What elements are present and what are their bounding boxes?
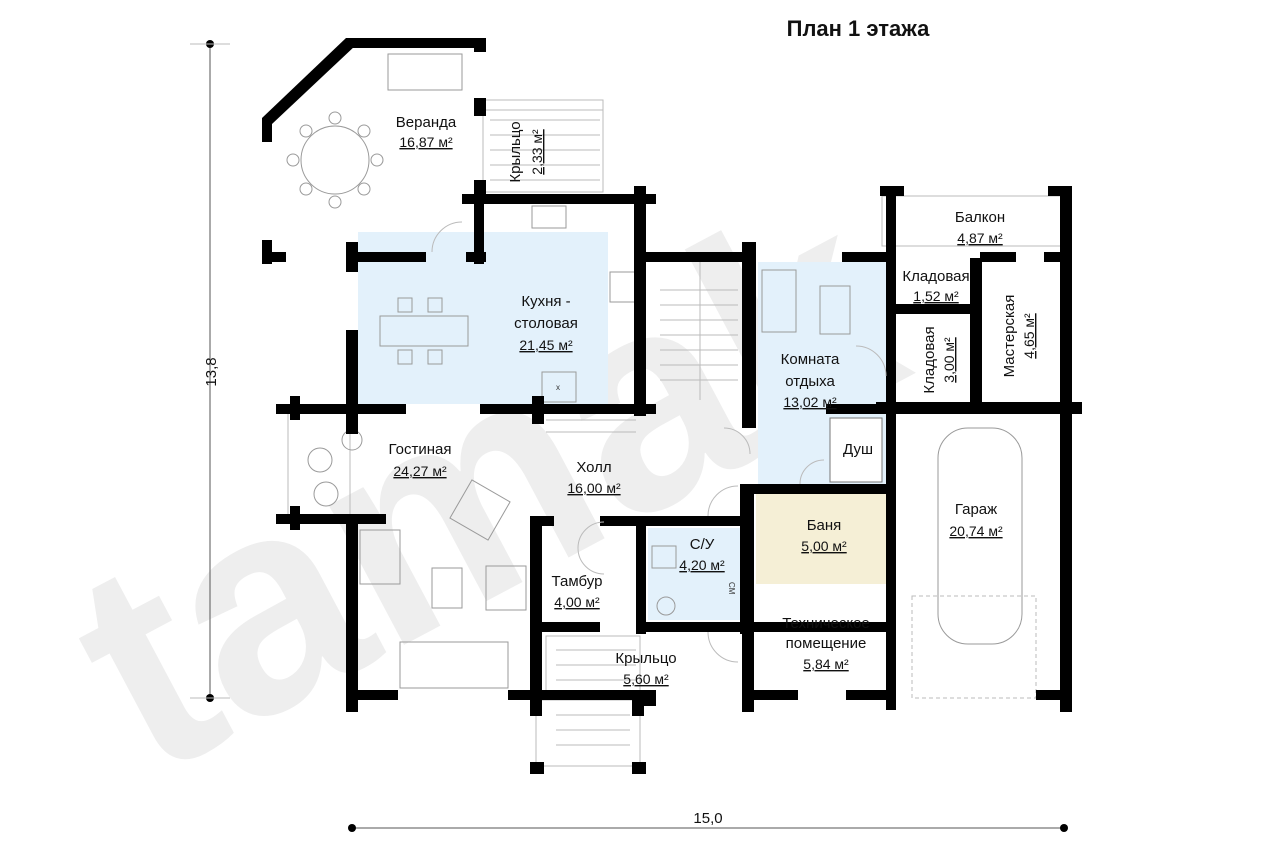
svg-text:x: x <box>556 383 560 392</box>
bathroom-area: 4,20 м² <box>679 557 725 573</box>
vestibule-name: Тамбур <box>552 573 603 590</box>
garage-name: Гараж <box>955 501 997 518</box>
sauna-fill <box>756 494 888 584</box>
tech-area: 5,84 м² <box>803 656 849 672</box>
storage1-area: 1,52 м² <box>913 288 959 304</box>
kitchen-area: 21,45 м² <box>519 337 573 353</box>
room-vestibule: Тамбур 4,00 м² <box>552 573 603 610</box>
shower-name: Душ <box>843 441 873 458</box>
room-bathroom: С/У 4,20 м² <box>679 536 725 573</box>
balcony-name: Балкон <box>955 209 1005 226</box>
porch-bottom-name: Крыльцо <box>615 650 676 667</box>
room-living: Гостиная 24,27 м² <box>389 441 452 479</box>
room-shower: Душ <box>843 441 873 458</box>
room-tech: Техническое помещение 5,84 м² <box>782 615 870 672</box>
furniture: x СМ <box>286 53 1023 689</box>
porch-top-name: Крыльцо <box>507 121 524 182</box>
walls[interactable] <box>262 38 1082 774</box>
storage2-area: 3,00 м² <box>941 337 957 383</box>
sauna-area: 5,00 м² <box>801 538 847 554</box>
room-sauna: Баня 5,00 м² <box>801 517 847 554</box>
balcony-area: 4,87 м² <box>957 230 1003 246</box>
rest-name-line2: отдыха <box>785 373 835 390</box>
storage1-name: Кладовая <box>902 268 969 285</box>
stairs <box>490 119 738 746</box>
room-storage-2: Кладовая 3,00 м² <box>921 326 957 393</box>
vestibule-area: 4,00 м² <box>554 594 600 610</box>
kitchen-name-line1: Кухня - <box>521 293 570 310</box>
workshop-area: 4,65 м² <box>1021 313 1037 359</box>
dimension-horizontal: 15,0 <box>348 810 1068 832</box>
rest-name-line1: Комната <box>781 351 840 368</box>
bathroom-name: С/У <box>690 536 715 553</box>
room-veranda: Веранда 16,87 м² <box>396 114 457 150</box>
workshop-name: Мастерская <box>1001 295 1018 378</box>
plan-title: План 1 этажа <box>787 16 931 41</box>
dimension-vertical: 13,8 <box>190 40 230 702</box>
sauna-name: Баня <box>807 517 842 534</box>
room-balcony: Балкон 4,87 м² <box>955 209 1005 246</box>
tech-name-line2: помещение <box>786 635 867 652</box>
room-storage-1: Кладовая 1,52 м² <box>902 268 969 304</box>
room-kitchen: Кухня - столовая 21,45 м² <box>514 293 578 353</box>
veranda-area: 16,87 м² <box>399 134 453 150</box>
living-name: Гостиная <box>389 441 452 458</box>
room-hall: Холл 16,00 м² <box>567 459 621 496</box>
rest-area: 13,02 м² <box>783 394 837 410</box>
washer-label: СМ <box>727 582 736 595</box>
shower-box <box>829 417 883 483</box>
veranda-name: Веранда <box>396 114 457 131</box>
storage2-name: Кладовая <box>921 326 938 393</box>
room-porch-bottom: Крыльцо 5,60 м² <box>615 650 676 687</box>
garage-area: 20,74 м² <box>949 523 1003 539</box>
kitchen-name-line2: столовая <box>514 315 578 332</box>
living-area: 24,27 м² <box>393 463 447 479</box>
tech-name-line1: Техническое <box>782 615 870 632</box>
width-dimension: 15,0 <box>693 810 722 827</box>
hall-name: Холл <box>576 459 611 476</box>
doors[interactable] <box>431 221 887 663</box>
room-rest: Комната отдыха 13,02 м² <box>781 351 840 410</box>
room-workshop: Мастерская 4,65 м² <box>1001 295 1037 378</box>
porch-bottom-area: 5,60 м² <box>623 671 669 687</box>
bathroom-fill <box>648 528 740 620</box>
room-garage: Гараж 20,74 м² <box>949 501 1003 539</box>
hall-area: 16,00 м² <box>567 480 621 496</box>
room-porch-top: Крыльцо 2,33 м² <box>507 121 545 182</box>
porch-top-area: 2,33 м² <box>529 129 545 175</box>
height-dimension: 13,8 <box>203 357 220 386</box>
